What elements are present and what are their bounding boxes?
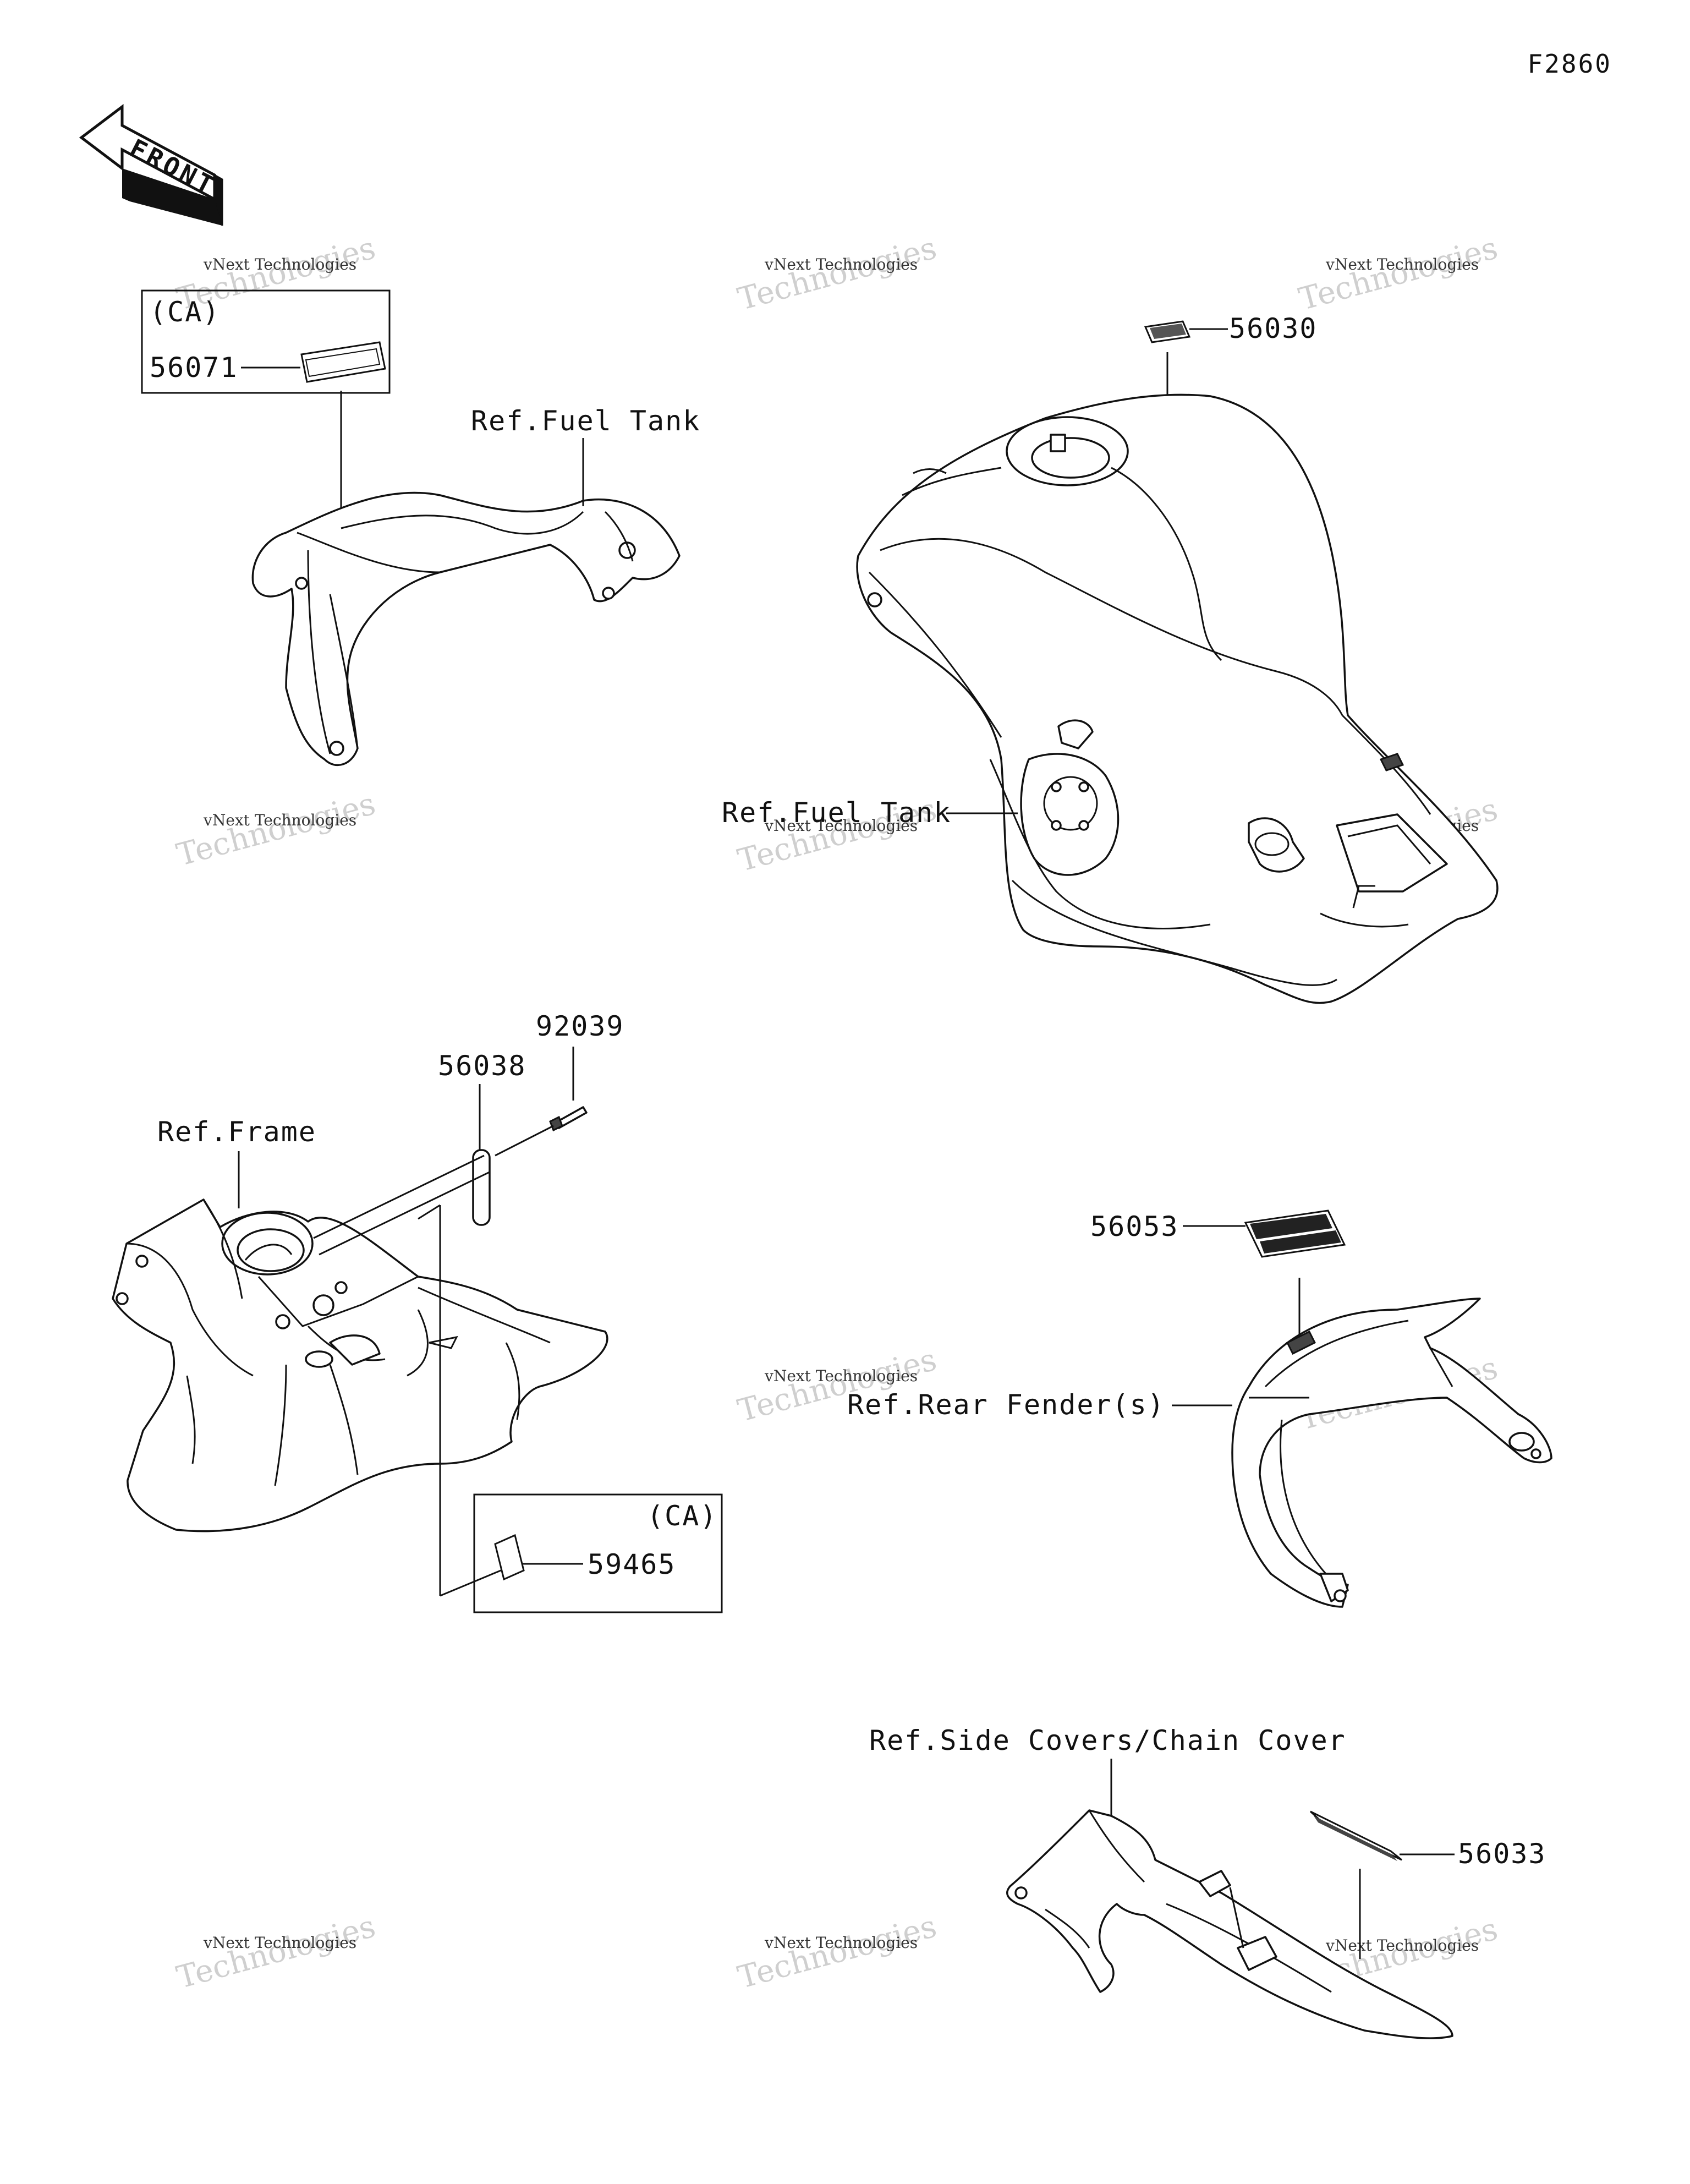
ref-fuel-tank-top[interactable]: Ref.Fuel Tank xyxy=(471,405,700,437)
watermark-large: Technologies xyxy=(173,786,379,873)
watermark-small: vNext Technologies xyxy=(1325,1936,1479,1955)
callout-56038[interactable]: 56038 xyxy=(438,1050,526,1082)
ref-frame[interactable]: Ref.Frame xyxy=(157,1116,316,1148)
ca-label-bottom: (CA) xyxy=(647,1500,717,1532)
group-56053: 56053 Ref.Rear Fender(s) xyxy=(847,1209,1552,1608)
rear-fender-part xyxy=(1231,1298,1552,1608)
fuel-tank-cover-part xyxy=(251,491,681,766)
ref-rear-fender[interactable]: Ref.Rear Fender(s) xyxy=(847,1389,1165,1421)
label-56071[interactable] xyxy=(300,341,386,383)
ca-box-bottom xyxy=(473,1493,723,1613)
front-arrow-icon: FRONT xyxy=(79,103,223,226)
group-56030: 56030 xyxy=(722,313,1499,1004)
watermark-small: vNext Technologies xyxy=(764,255,918,273)
watermark-large: Technologies xyxy=(1295,230,1501,318)
watermark-small: vNext Technologies xyxy=(203,255,356,273)
watermark: Technologies vNext Technologies xyxy=(173,1908,379,1996)
callout-56053[interactable]: 56053 xyxy=(1090,1211,1179,1242)
label-59465[interactable] xyxy=(494,1534,525,1581)
watermark-large: Technologies xyxy=(173,1908,379,1996)
ca-label-top: (CA) xyxy=(150,296,220,328)
watermark-small: vNext Technologies xyxy=(1325,255,1479,273)
chain-cover-part xyxy=(1006,1809,1453,2039)
frame-part xyxy=(112,1154,608,1532)
ref-fuel-tank-side[interactable]: Ref.Fuel Tank xyxy=(722,797,951,829)
ref-side-covers[interactable]: Ref.Side Covers/Chain Cover xyxy=(869,1725,1346,1756)
group-56033: Ref.Side Covers/Chain Cover 56033 xyxy=(869,1725,1546,2039)
label-56038[interactable] xyxy=(472,1149,491,1226)
watermark-small: vNext Technologies xyxy=(764,1934,918,1952)
watermark: Technologies vNext Technologies xyxy=(734,230,940,318)
group-frame: 92039 56038 Ref.Frame xyxy=(112,1010,723,1613)
watermark: Technologies vNext Technologies xyxy=(734,1908,940,1996)
figure-id: F2860 xyxy=(1528,49,1612,79)
clamp-92039[interactable] xyxy=(495,1106,588,1157)
label-56053[interactable] xyxy=(1244,1209,1346,1258)
watermark-small: vNext Technologies xyxy=(764,1367,918,1385)
watermark-large: Technologies xyxy=(734,1908,940,1996)
group-56071: (CA) 56071 Ref.Fuel Tank xyxy=(141,289,700,766)
watermark: Technologies vNext Technologies xyxy=(173,786,379,873)
watermark-small: vNext Technologies xyxy=(764,817,918,835)
callout-56030[interactable]: 56030 xyxy=(1229,313,1318,344)
callout-59465[interactable]: 59465 xyxy=(588,1548,676,1580)
callout-56033[interactable]: 56033 xyxy=(1458,1838,1546,1870)
watermark-small: vNext Technologies xyxy=(203,1934,356,1952)
watermark: Technologies vNext Technologies xyxy=(1295,230,1501,318)
callout-56071[interactable]: 56071 xyxy=(150,352,238,384)
watermark-small: vNext Technologies xyxy=(203,811,356,829)
label-56033[interactable] xyxy=(1309,1810,1402,1861)
callout-92039[interactable]: 92039 xyxy=(536,1010,624,1042)
watermark-large: Technologies xyxy=(734,230,940,318)
fuel-tank-part xyxy=(856,393,1499,1004)
ca-box-top xyxy=(141,289,391,394)
